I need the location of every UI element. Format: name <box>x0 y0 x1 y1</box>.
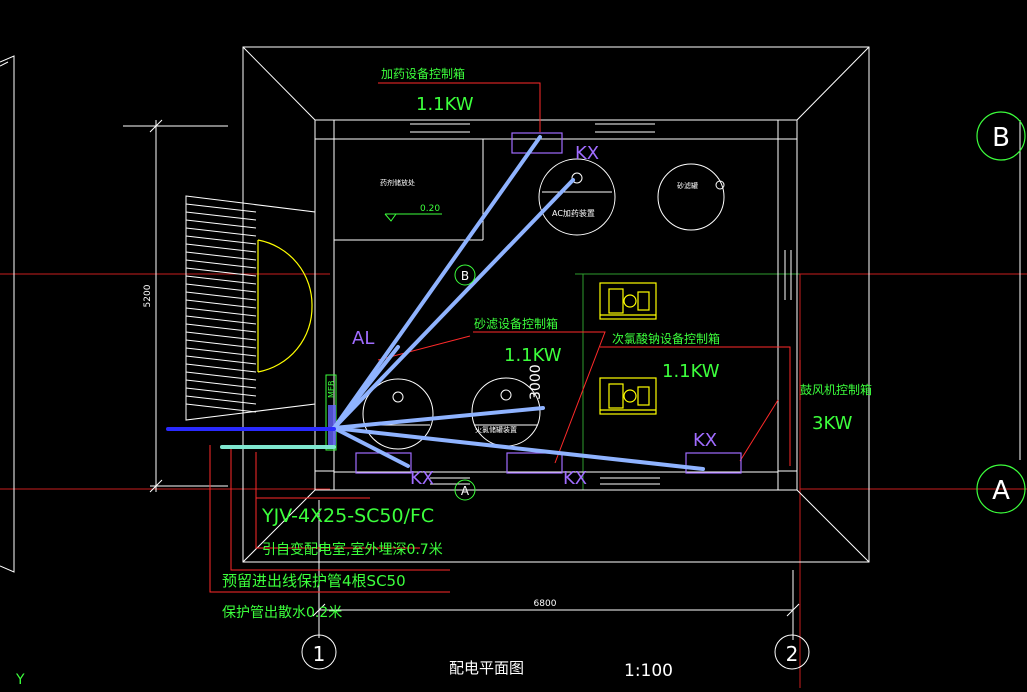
conduit-depth: 保护管出散水0.2米 <box>222 605 342 621</box>
subroom-label: 药剂储放处 <box>380 178 415 187</box>
box-kx-bottom-right <box>685 452 742 474</box>
section-marker-a-label: A <box>461 484 470 498</box>
axis-label-a: A <box>992 476 1010 506</box>
dimension-5200 <box>123 119 228 493</box>
filter-box-name: 砂滤设备控制箱 <box>474 316 558 331</box>
conduit-spec: 预留进出线保护管4根SC50 <box>222 572 406 590</box>
drawing-scale: 1:100 <box>624 661 673 681</box>
drawing-title: 配电平面图 <box>449 659 524 677</box>
section-markers <box>454 264 476 501</box>
dosing-box-name: 加药设备控制箱 <box>381 66 465 81</box>
filter-box-power: 1.1KW <box>504 345 562 366</box>
building-outline <box>242 46 870 563</box>
cable-source: 引自变配电室,室外埋深0.7米 <box>262 541 443 558</box>
axis-bubbles-bottom <box>301 634 810 670</box>
tank-sand-filter <box>657 163 725 231</box>
ucs-y-label: Y <box>15 672 25 688</box>
leader-lines <box>209 82 801 593</box>
box-kx-top <box>511 132 563 154</box>
tank-ac-label: AC加药装置 <box>552 208 595 218</box>
double-door <box>257 239 313 373</box>
kx-top-label: KX <box>575 143 599 164</box>
grid-lines <box>0 120 1027 688</box>
equipment-lower <box>599 377 657 415</box>
cable-spec: YJV-4X25-SC50/FC <box>261 505 434 527</box>
fan-box-power: 3KW <box>812 413 853 434</box>
panel-al-label: AL <box>352 328 374 349</box>
chlorine-box-power: 1.1KW <box>662 361 720 382</box>
dimension-vertical-label: 5200 <box>143 284 153 307</box>
axis-label-2: 2 <box>786 642 799 666</box>
tank-sand-filter-label: 砂滤罐 <box>677 181 698 190</box>
entrance-steps <box>185 195 316 421</box>
section-marker-b-label: B <box>461 269 469 283</box>
adjacent-building <box>0 55 15 573</box>
mbe-label: MEB <box>327 381 336 398</box>
tank-ac <box>538 158 616 236</box>
axis-bubble-2 <box>774 634 810 670</box>
tank-chlorine-label: 火氯储罐装置 <box>475 425 517 434</box>
equipment-upper <box>599 282 657 320</box>
fan-box-name: 鼓风机控制箱 <box>800 382 872 397</box>
gap-dimension: 3000 <box>528 364 544 400</box>
kx-bottom-left-label: KX <box>410 468 434 489</box>
axis-bubble-a <box>976 464 1026 514</box>
axis-bubble-1 <box>301 634 337 670</box>
elevation-marker <box>384 213 442 222</box>
elevation-label: 0.20 <box>420 204 440 214</box>
axis-bubble-b <box>976 111 1026 161</box>
section-marker-b <box>454 264 476 286</box>
kx-bottom-right-label: KX <box>693 430 717 451</box>
axis-label-b: B <box>992 123 1010 153</box>
kx-bottom-mid-label: KX <box>563 468 587 489</box>
tank-left <box>362 378 434 450</box>
section-marker-a <box>454 479 476 501</box>
axis-label-1: 1 <box>313 642 326 666</box>
tanks <box>362 158 725 450</box>
box-kx-bottom-mid <box>506 452 563 474</box>
axis-bubbles <box>976 111 1026 514</box>
chlorine-box-name: 次氯酸钠设备控制箱 <box>612 331 720 346</box>
dosing-box-power: 1.1KW <box>416 94 474 115</box>
cables <box>166 135 705 471</box>
mbe-box <box>325 374 337 451</box>
dimension-horizontal-label: 6800 <box>534 599 557 609</box>
dimension-6800 <box>312 603 800 617</box>
